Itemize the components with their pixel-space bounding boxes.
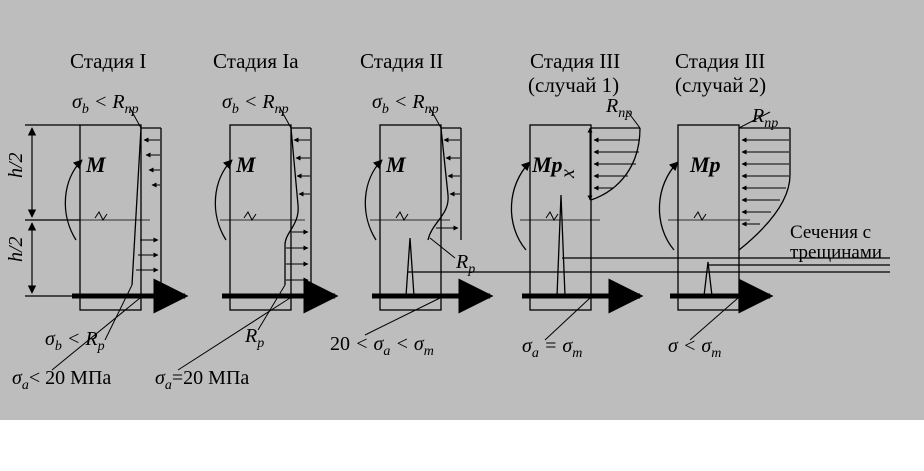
svg-text:20 < σa < σт: 20 < σa < σт xyxy=(330,333,434,359)
cracked-sections-annotation: Сечения с трещинами xyxy=(408,222,890,273)
stage-3-case2-moment-label: Mp xyxy=(689,152,721,177)
stage-1a-top-stress-label: σb < Rпр xyxy=(222,91,289,117)
svg-text:Rпр: Rпр xyxy=(751,105,778,131)
stage-2-moment-label: M xyxy=(385,152,407,177)
stage-1a-title: Стадия Ia xyxy=(213,49,299,73)
stage-3-case1-prism-strength-label: Rпр xyxy=(605,95,632,121)
svg-text:σ < σт: σ < σт xyxy=(668,335,721,361)
stage-3-case1-steel-stress-label: σa = σт xyxy=(522,335,582,361)
cracked-sections-label-line2: трещинами xyxy=(790,242,882,263)
svg-text:Rp: Rp xyxy=(244,325,264,351)
svg-text:σa=20 МПа: σa=20 МПа xyxy=(155,367,249,393)
stage-2-steel-stress-label: 20 < σa < σт xyxy=(330,333,434,359)
scanned-page-background xyxy=(0,0,924,420)
stage-1a-section: M xyxy=(177,107,339,371)
height-dimension: h/2 h/2 xyxy=(5,124,80,297)
stage-3-case2-section: Mp xyxy=(658,111,791,341)
stage-1a-steel-stress-label: σa=20 МПа xyxy=(155,367,249,393)
stage-2-section: M xyxy=(364,107,494,336)
svg-text:σb < Rp: σb < Rp xyxy=(45,328,105,354)
svg-text:σb < Rпр: σb < Rпр xyxy=(72,91,139,117)
stage-3-case2-prism-strength-label: Rпр xyxy=(751,105,778,131)
stage-3-case1-moment-label: Mp xyxy=(531,152,563,177)
reinforced-concrete-stages-diagram: Стадия I Стадия Ia Стадия II Стадия III … xyxy=(5,49,890,393)
stage-2-tension-resistance-label: Rp xyxy=(455,251,475,277)
svg-text:Rp: Rp xyxy=(455,251,475,277)
stage-3-case1-section: x Mp xyxy=(510,111,644,341)
stage-2-top-stress-label: σb < Rпр xyxy=(372,91,439,117)
stage-1a-tension-resistance-label: Rp xyxy=(244,325,264,351)
stage-3-compressed-zone-x-label: x xyxy=(557,169,579,179)
stage-2-title: Стадия II xyxy=(360,49,443,73)
stage-3-case1-title: Стадия III xyxy=(530,49,620,73)
stage-1-moment-label: M xyxy=(85,152,107,177)
stage-1-bottom-stress-label: σb < Rp xyxy=(45,328,105,354)
h-half-top-label: h/2 xyxy=(5,152,27,178)
svg-text:σa< 20 МПа: σa< 20 МПа xyxy=(12,367,111,393)
svg-text:Rпр: Rпр xyxy=(605,95,632,121)
svg-text:σb < Rпр: σb < Rпр xyxy=(222,91,289,117)
stage-1-top-stress-label: σb < Rпр xyxy=(72,91,139,117)
svg-text:σb < Rпр: σb < Rпр xyxy=(372,91,439,117)
cracked-sections-label-line1: Сечения с xyxy=(790,222,871,243)
stage-3-case2-title: Стадия III xyxy=(675,49,765,73)
stage-1-title: Стадия I xyxy=(70,49,146,73)
stage-3-case2-subtitle: (случай 2) xyxy=(675,73,766,97)
stage-1-steel-stress-label: σa< 20 МПа xyxy=(12,367,111,393)
h-half-bottom-label: h/2 xyxy=(5,236,27,262)
stage-1-section: M xyxy=(51,107,189,371)
stage-1a-moment-label: M xyxy=(235,152,257,177)
svg-text:σa = σт: σa = σт xyxy=(522,335,582,361)
stage-3-case2-steel-stress-label: σ < σт xyxy=(668,335,721,361)
stage-3-case1-subtitle: (случай 1) xyxy=(528,73,619,97)
